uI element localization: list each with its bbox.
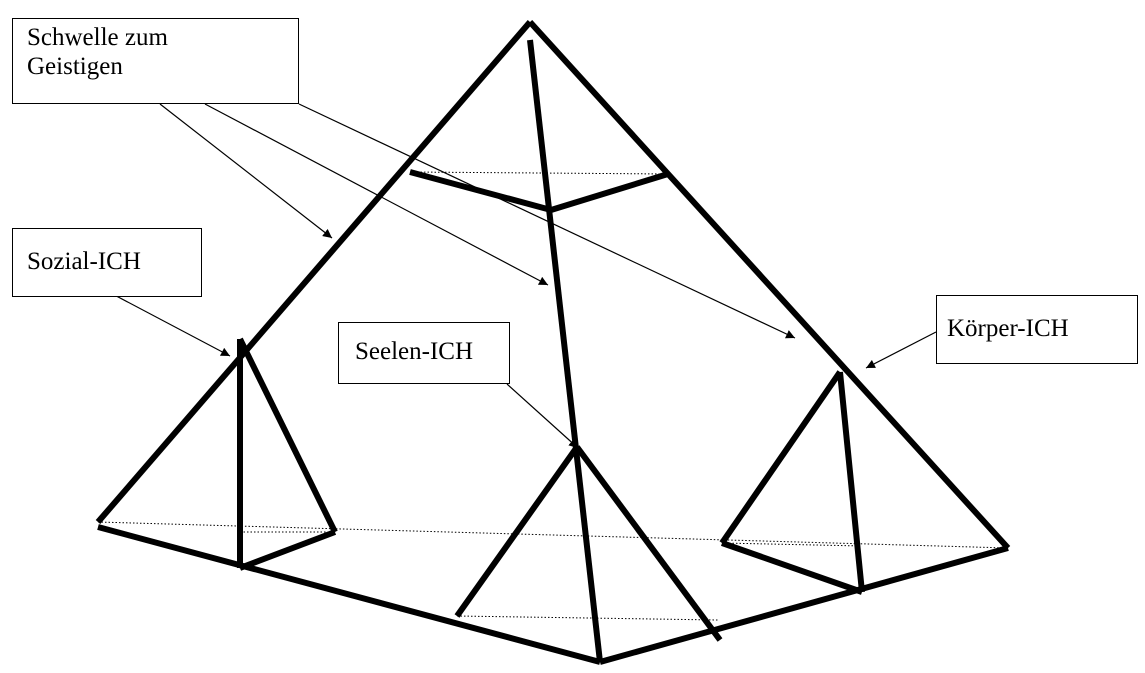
- threshold-arrow-right: [298, 103, 796, 339]
- social-label-text: Sozial-ICH: [27, 248, 141, 275]
- threshold-left-edge: [409, 169, 552, 213]
- pyramid-base-right: [599, 545, 1009, 665]
- main-pyramid: [95, 19, 1011, 665]
- body-pyramid-edge-c: [721, 540, 863, 595]
- body-label-text: Körper-ICH: [947, 315, 1069, 342]
- pyramid-front-edge: [527, 39, 603, 663]
- body-arrow: [865, 331, 937, 369]
- pyramid-left-edge: [95, 20, 533, 524]
- threshold-label: Schwelle zum Geistigen: [12, 18, 299, 104]
- body-pyramid-edge-a: [719, 370, 843, 545]
- body-pyramid-back-edge: [721, 542, 863, 547]
- soul-pyramid: [454, 445, 723, 642]
- threshold-arrow-left: [159, 103, 333, 239]
- threshold-right-edge: [550, 171, 669, 213]
- arrows: [104, 103, 937, 449]
- soul-pyramid-edge-a: [454, 445, 580, 618]
- social-label: Sozial-ICH: [12, 228, 202, 297]
- social-pyramid: [237, 337, 338, 571]
- social-pyramid-edge-c: [238, 529, 337, 571]
- soul-label-text: Seelen-ICH: [355, 338, 474, 365]
- soul-label: Seelen-ICH: [338, 322, 510, 384]
- threshold-back-edge: [409, 171, 669, 175]
- body-pyramid: [719, 370, 865, 595]
- social-pyramid-edge-b: [237, 337, 338, 534]
- threshold-section: [409, 169, 669, 213]
- social-arrow: [104, 289, 231, 357]
- soul-pyramid-back-edge: [456, 615, 719, 621]
- pyramid-base-left: [97, 524, 601, 665]
- body-pyramid-edge-b: [837, 371, 865, 593]
- body-label: Körper-ICH: [936, 295, 1138, 364]
- pyramid-right-edge: [527, 19, 1011, 551]
- threshold-arrow-center: [204, 103, 549, 286]
- threshold-label-line-2: Geistigen: [27, 53, 123, 80]
- soul-arrow: [506, 383, 579, 449]
- threshold-label-line-1: Schwelle zum: [27, 24, 168, 51]
- soul-pyramid-edge-b: [574, 445, 723, 642]
- hidden-edges: [97, 171, 1009, 621]
- base-back-edge: [97, 521, 1009, 549]
